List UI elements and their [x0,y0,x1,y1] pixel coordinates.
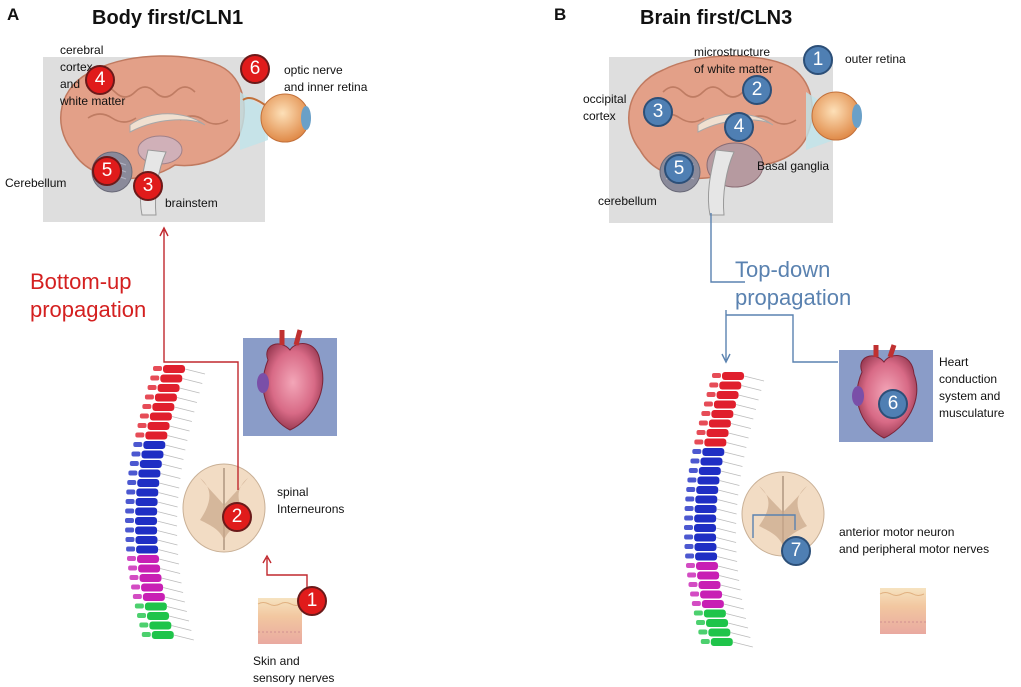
label-white-matter: microstructure of white matter [694,45,773,76]
eye-illustration-a [240,92,311,150]
panel-a-letter: A [7,5,20,24]
spine-illustration-b [684,372,765,648]
skin-image-b [879,588,926,634]
badge-a-3: 3 [133,171,163,201]
badge-b-1: 1 [803,45,833,75]
eye-illustration-b [806,91,862,150]
label-brainstem: brainstem [165,196,218,210]
label-cerebellum-b: cerebellum [598,194,657,208]
label-spinal-interneurons: spinal Interneurons [277,485,345,516]
badge-b-5: 5 [664,154,694,184]
panel-b-artwork [609,55,933,648]
propagation-label-b: Top-down propagation [735,257,852,310]
heart-image-a [243,329,337,436]
spinal-cord-section-b [741,471,825,557]
propagation-label-a: Bottom-up propagation [30,269,147,322]
badge-b-4: 4 [724,112,754,142]
badge-b-6: 6 [878,389,908,419]
propagation-arrows-b [710,213,838,538]
badge-b-2: 2 [742,75,772,105]
label-occipital-cortex: occipital cortex [583,92,627,123]
badge-b-7: 7 [781,536,811,566]
label-cerebellum-a: Cerebellum [5,176,67,190]
label-heart-conduction: Heart conduction system and musculature [939,355,1005,420]
panel-a-artwork [43,55,337,644]
label-outer-retina: outer retina [845,52,906,66]
badge-a-6: 6 [240,54,270,84]
badge-a-4: 4 [85,65,115,95]
panel-a-title: Body first/CLN1 [92,7,244,29]
label-motor-neuron: anterior motor neuron and peripheral mot… [839,525,990,556]
panel-b-letter: B [554,5,567,24]
skin-image-a [257,598,303,644]
panel-b-title: Brain first/CLN3 [640,7,793,29]
spine-illustration-a [125,365,206,641]
label-basal-ganglia: Basal ganglia [757,159,830,173]
badge-a-1: 1 [297,586,327,616]
label-optic-nerve: optic nerve and inner retina [284,63,368,94]
badge-a-5: 5 [92,156,122,186]
badge-b-3: 3 [643,97,673,127]
label-cerebral-cortex: cerebral cortex and white matter [60,43,126,108]
label-skin-nerves: Skin and sensory nerves [253,654,335,685]
badge-a-2: 2 [222,502,252,532]
